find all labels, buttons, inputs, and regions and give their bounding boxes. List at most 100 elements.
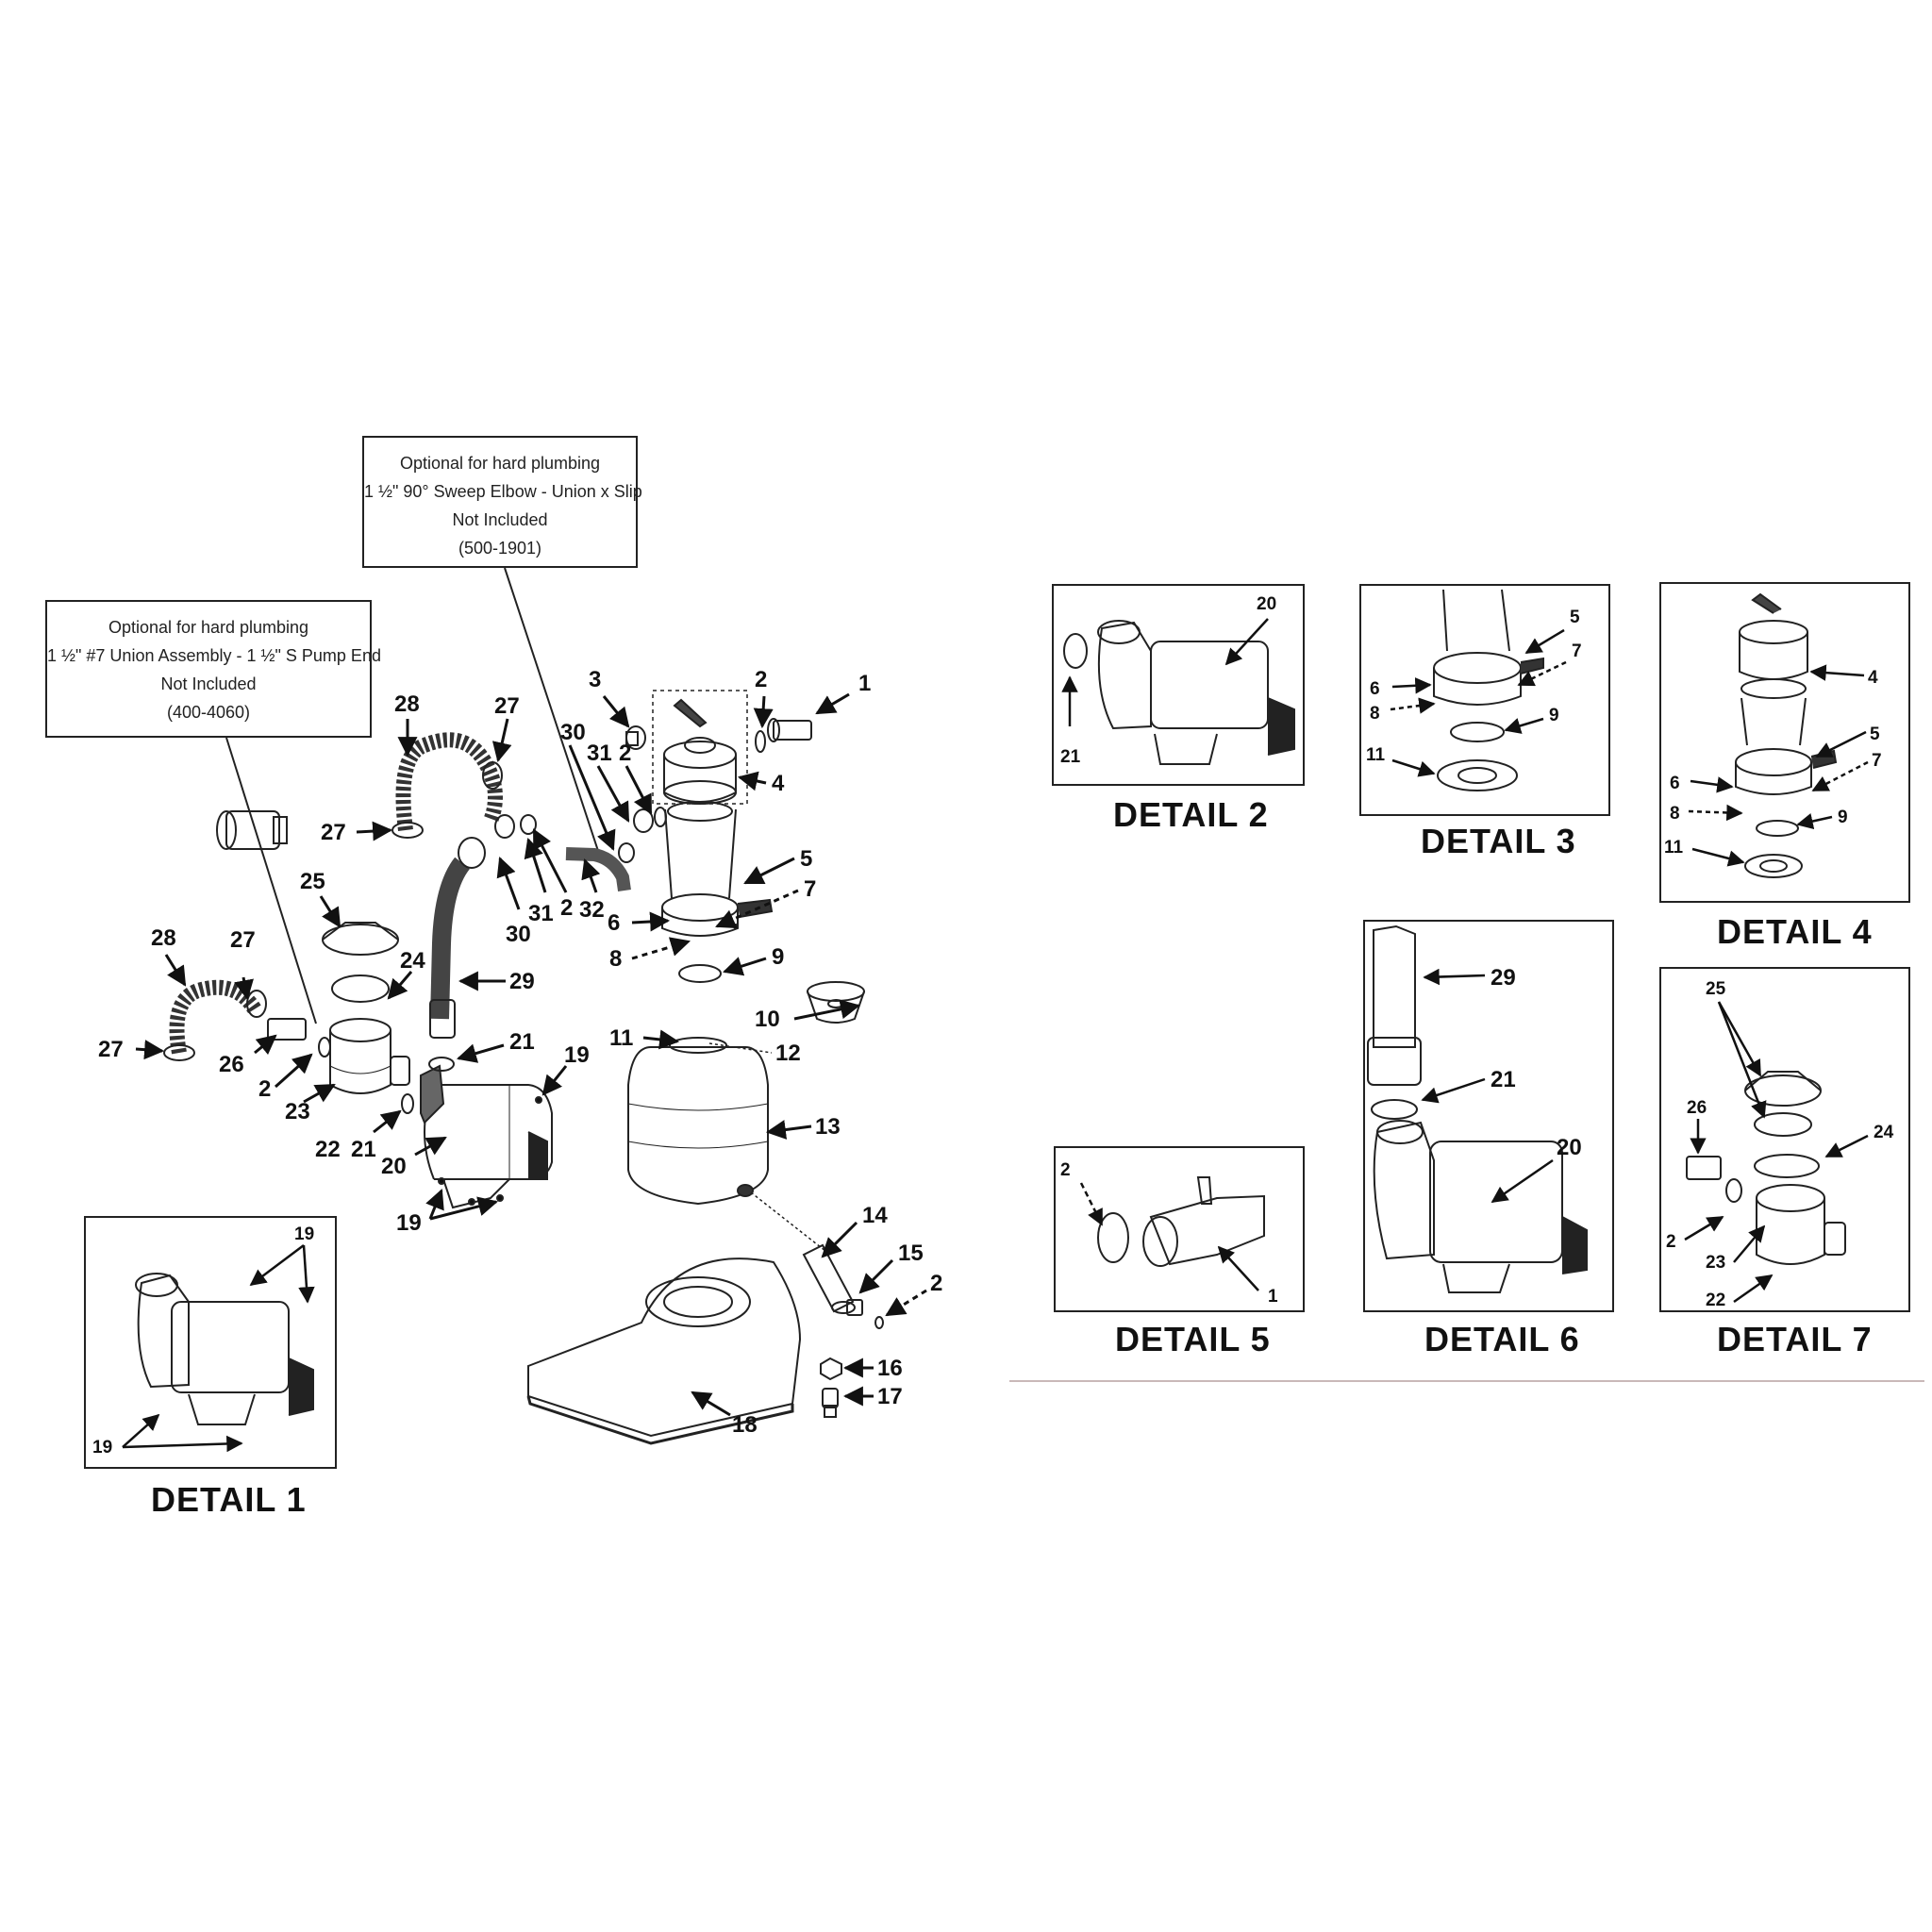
arrow-2a — [753, 695, 774, 729]
d3-label-11: 11 — [1366, 745, 1386, 765]
part-16-nut — [820, 1357, 842, 1381]
arrow-27c — [234, 976, 254, 1001]
label-15: 15 — [898, 1241, 924, 1266]
arrow-31b — [524, 838, 547, 893]
detail-7-parts — [1686, 1071, 1846, 1265]
d4-label-4: 4 — [1868, 668, 1878, 688]
label-1: 1 — [858, 671, 871, 696]
arrow-26 — [254, 1034, 277, 1056]
label-2c: 2 — [930, 1271, 942, 1296]
d7-arrow-22 — [1733, 1274, 1774, 1304]
d6-label-29: 29 — [1491, 965, 1516, 991]
arrow-28b — [164, 954, 187, 987]
label-28b: 28 — [151, 925, 176, 951]
arrow-1 — [815, 692, 850, 715]
d6-arrow-29 — [1423, 968, 1486, 986]
d7-label-24: 24 — [1874, 1123, 1894, 1142]
drain-path-line — [750, 1191, 831, 1256]
d7-label-25: 25 — [1706, 979, 1726, 999]
d4-label-11: 11 — [1664, 838, 1684, 858]
d7-label-2: 2 — [1666, 1232, 1676, 1252]
label-3: 3 — [589, 667, 601, 692]
valve-dashed-box — [652, 690, 748, 805]
d7-arrow-25b — [1717, 1001, 1767, 1119]
arrow-2d — [532, 828, 568, 893]
part-12-leader — [708, 1042, 773, 1054]
arrow-5 — [743, 857, 795, 885]
arrow-18 — [691, 1391, 731, 1417]
hose-adapter-26 — [267, 1018, 331, 1058]
detail-7-frame — [1659, 967, 1910, 1312]
detail-2-frame — [1052, 584, 1305, 786]
arrow-20 — [414, 1136, 447, 1157]
d4-label-6: 6 — [1670, 774, 1680, 793]
arrow-4 — [737, 771, 767, 791]
elbow-callout-line2: 1 ½" 90° Sweep Elbow - Union x Slip — [364, 482, 642, 501]
lower-hose — [163, 979, 267, 1061]
d4-arrow-5 — [1815, 730, 1867, 758]
strainer-housing — [322, 922, 410, 1094]
arrow-9 — [722, 957, 767, 976]
label-31a: 31 — [587, 741, 612, 766]
arrow-24 — [387, 971, 413, 1000]
label-27b: 27 — [321, 820, 346, 845]
detail-3-frame — [1359, 584, 1610, 816]
detail-4-frame — [1659, 582, 1910, 903]
arrow-2c — [885, 1289, 927, 1317]
d3-arrow-8 — [1390, 697, 1436, 714]
label-19a: 19 — [564, 1042, 590, 1068]
detail-3-title: DETAIL 3 — [1421, 822, 1576, 860]
label-21b: 21 — [351, 1137, 376, 1162]
detail-6-frame — [1363, 920, 1614, 1312]
label-2d: 2 — [560, 895, 573, 921]
elbow-callout-line3: Not Included — [452, 510, 548, 529]
arrow-30a — [568, 744, 616, 851]
arrow-10 — [793, 999, 861, 1021]
part-19-bolt-d — [468, 1198, 475, 1206]
arrow-14 — [821, 1221, 858, 1258]
union-callout-line3: Not Included — [160, 675, 257, 693]
label-21a: 21 — [509, 1029, 535, 1055]
label-7: 7 — [804, 876, 816, 902]
label-27d: 27 — [98, 1037, 124, 1062]
arrow-13 — [765, 1120, 812, 1140]
d6-label-21: 21 — [1491, 1067, 1516, 1092]
d7-label-22: 22 — [1706, 1291, 1725, 1310]
label-27a: 27 — [494, 693, 520, 719]
part-15-cap — [846, 1299, 863, 1316]
label-13: 13 — [815, 1114, 841, 1140]
multiport-valve — [663, 698, 737, 822]
label-2e: 2 — [258, 1076, 271, 1102]
d2-label-21: 21 — [1060, 747, 1081, 767]
detail-5-title: DETAIL 5 — [1115, 1320, 1271, 1358]
label-20: 20 — [381, 1154, 407, 1179]
detail-7-title: DETAIL 7 — [1717, 1320, 1873, 1358]
arrow-6 — [631, 911, 671, 932]
detail-6-parts — [1367, 924, 1588, 1293]
part-19-bolt-a — [535, 1096, 542, 1104]
part-21-oring-main — [428, 1057, 455, 1072]
part-17-bolt — [822, 1388, 839, 1418]
d3-label-7: 7 — [1572, 641, 1582, 661]
detail-6-title: DETAIL 6 — [1424, 1320, 1580, 1358]
arrow-7 — [715, 889, 799, 928]
main-pump — [420, 1064, 553, 1209]
detail-2-title: DETAIL 2 — [1113, 795, 1269, 834]
arrow-11 — [642, 1029, 680, 1050]
arrow-21a — [456, 1043, 505, 1063]
elbow-callout-leader — [504, 567, 600, 855]
part-14-drain — [802, 1243, 856, 1314]
d6-label-20: 20 — [1557, 1135, 1582, 1160]
d4-arrow-4 — [1809, 664, 1865, 681]
d4-arrow-8 — [1688, 804, 1743, 822]
label-26: 26 — [219, 1052, 244, 1077]
label-30b: 30 — [506, 922, 531, 947]
label-10: 10 — [755, 1007, 780, 1032]
arrow-19c — [429, 1196, 499, 1221]
label-2a: 2 — [755, 667, 767, 692]
part-1-adapter — [767, 718, 812, 742]
detail-1-frame — [84, 1216, 337, 1469]
part-3-gauge — [625, 725, 646, 750]
